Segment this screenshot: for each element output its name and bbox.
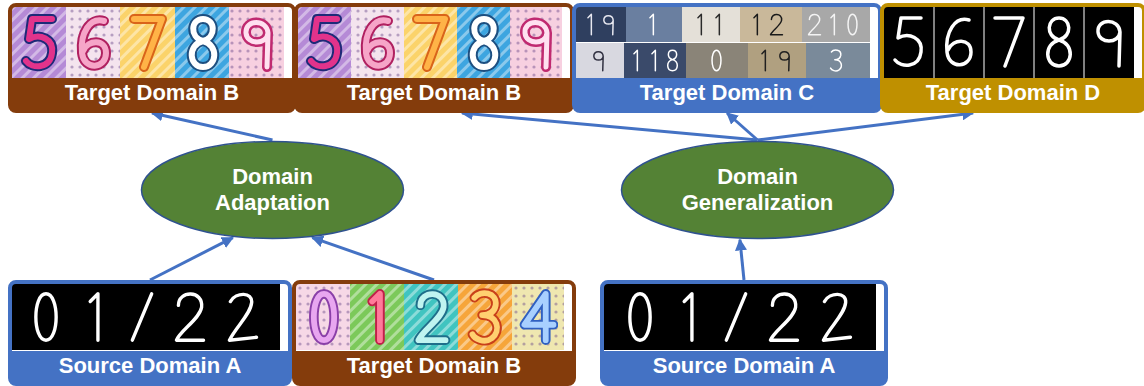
domain-box: Target Domain B bbox=[292, 280, 576, 386]
domain-box: Source Domain A bbox=[8, 280, 292, 386]
method-label: Domain Adaptation bbox=[198, 164, 348, 217]
target-c-photos bbox=[576, 7, 870, 78]
domain-label: Target Domain B bbox=[12, 78, 292, 109]
domain-label: Target Domain C bbox=[576, 78, 878, 109]
domain-box: Target Domain B bbox=[294, 3, 574, 113]
domain-box: Target Domain D bbox=[880, 3, 1144, 113]
method-ellipse: Domain Adaptation bbox=[140, 140, 405, 240]
domain-box: Target Domain B bbox=[8, 3, 296, 113]
flow-arrow bbox=[758, 113, 974, 140]
domain-box: Source Domain A bbox=[600, 280, 888, 386]
domain-box: Target Domain C bbox=[572, 3, 882, 113]
source-a-digits bbox=[12, 284, 280, 350]
flow-arrow bbox=[740, 240, 744, 280]
target-b-digits bbox=[12, 7, 284, 78]
ellipse-outline bbox=[622, 142, 894, 239]
flow-arrow bbox=[312, 238, 434, 280]
flow-arrow bbox=[150, 238, 233, 280]
domain-label: Target Domain B bbox=[298, 78, 570, 109]
ellipse-outline bbox=[142, 142, 404, 239]
domain-label: Source Domain A bbox=[604, 351, 884, 382]
method-ellipse: Domain Generalization bbox=[620, 140, 895, 240]
flow-arrow bbox=[727, 113, 758, 140]
domain-label: Target Domain B bbox=[296, 351, 572, 382]
flow-arrow bbox=[152, 113, 273, 140]
flow-arrow bbox=[462, 113, 758, 140]
target-d-digits bbox=[884, 7, 1134, 78]
target-b-digits bbox=[298, 7, 562, 78]
domain-label: Source Domain A bbox=[12, 351, 288, 382]
domain-label: Target Domain D bbox=[884, 78, 1142, 109]
source-a-digits bbox=[604, 284, 876, 350]
target-b-digits bbox=[296, 284, 564, 350]
method-label: Domain Generalization bbox=[670, 164, 845, 217]
